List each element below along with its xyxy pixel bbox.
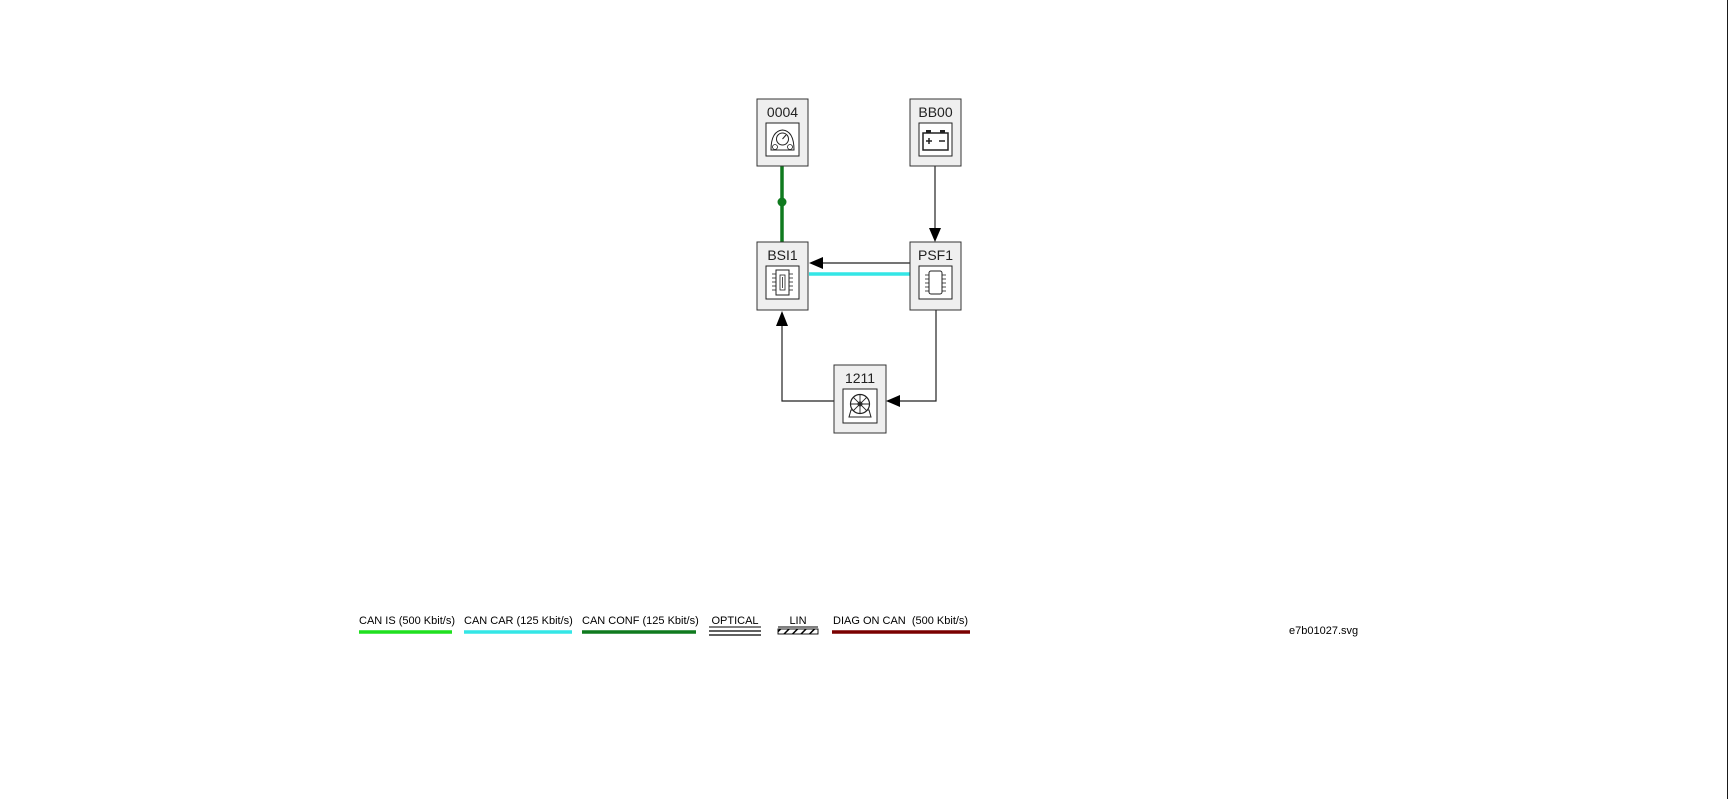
node-bb00[interactable]: BB00 bbox=[909, 98, 962, 167]
legend-lin-label: LIN bbox=[789, 615, 806, 627]
arrowhead bbox=[929, 228, 941, 242]
arrowhead bbox=[809, 257, 823, 269]
connection-1211-bsi1 bbox=[776, 311, 834, 402]
file-name: e7b01027.svg bbox=[1289, 625, 1358, 637]
battery-icon bbox=[918, 122, 953, 157]
legend-can-conf: CAN CONF (125 Kbit/s) bbox=[582, 615, 699, 634]
node-0004-label: 0004 bbox=[767, 104, 798, 120]
legend-can-conf-label: CAN CONF (125 Kbit/s) bbox=[582, 615, 699, 627]
legend: CAN IS (500 Kbit/s) CAN CAR (125 Kbit/s)… bbox=[359, 615, 970, 636]
arrowhead bbox=[776, 311, 788, 326]
node-psf1-label: PSF1 bbox=[918, 247, 953, 263]
right-edge-divider bbox=[1727, 0, 1728, 799]
node-psf1[interactable]: PSF1 bbox=[909, 241, 962, 311]
node-1211[interactable]: 1211 bbox=[833, 364, 887, 434]
connection-0004-bsi1 bbox=[777, 166, 787, 242]
legend-lin: LIN bbox=[777, 615, 819, 635]
node-1211-label: 1211 bbox=[845, 370, 875, 386]
steering-wheel-icon bbox=[842, 388, 878, 424]
legend-can-car: CAN CAR (125 Kbit/s) bbox=[464, 615, 573, 634]
arrowhead bbox=[886, 395, 900, 407]
legend-can-car-label: CAN CAR (125 Kbit/s) bbox=[464, 615, 573, 627]
legend-diag-on-can-label: DIAG ON CAN (500 Kbit/s) bbox=[833, 615, 968, 627]
junction-dot bbox=[777, 197, 787, 207]
legend-optical-label: OPTICAL bbox=[711, 615, 758, 627]
legend-can-is: CAN IS (500 Kbit/s) bbox=[359, 615, 455, 634]
ecu-chip-icon bbox=[765, 265, 800, 300]
legend-optical: OPTICAL bbox=[709, 615, 761, 636]
ecu-chip-icon bbox=[918, 265, 953, 300]
connection-bb00-psf1 bbox=[929, 166, 941, 242]
node-bsi1-label: BSI1 bbox=[767, 247, 798, 263]
legend-can-is-label: CAN IS (500 Kbit/s) bbox=[359, 615, 455, 627]
node-bsi1[interactable]: BSI1 bbox=[756, 241, 809, 311]
connection-psf1-bsi1 bbox=[809, 257, 910, 269]
instrument-cluster-icon bbox=[765, 122, 800, 157]
connection-psf1-1211 bbox=[886, 310, 937, 407]
node-bb00-label: BB00 bbox=[918, 104, 952, 120]
legend-diag-on-can: DIAG ON CAN (500 Kbit/s) bbox=[832, 615, 970, 634]
node-0004[interactable]: 0004 bbox=[756, 98, 809, 167]
